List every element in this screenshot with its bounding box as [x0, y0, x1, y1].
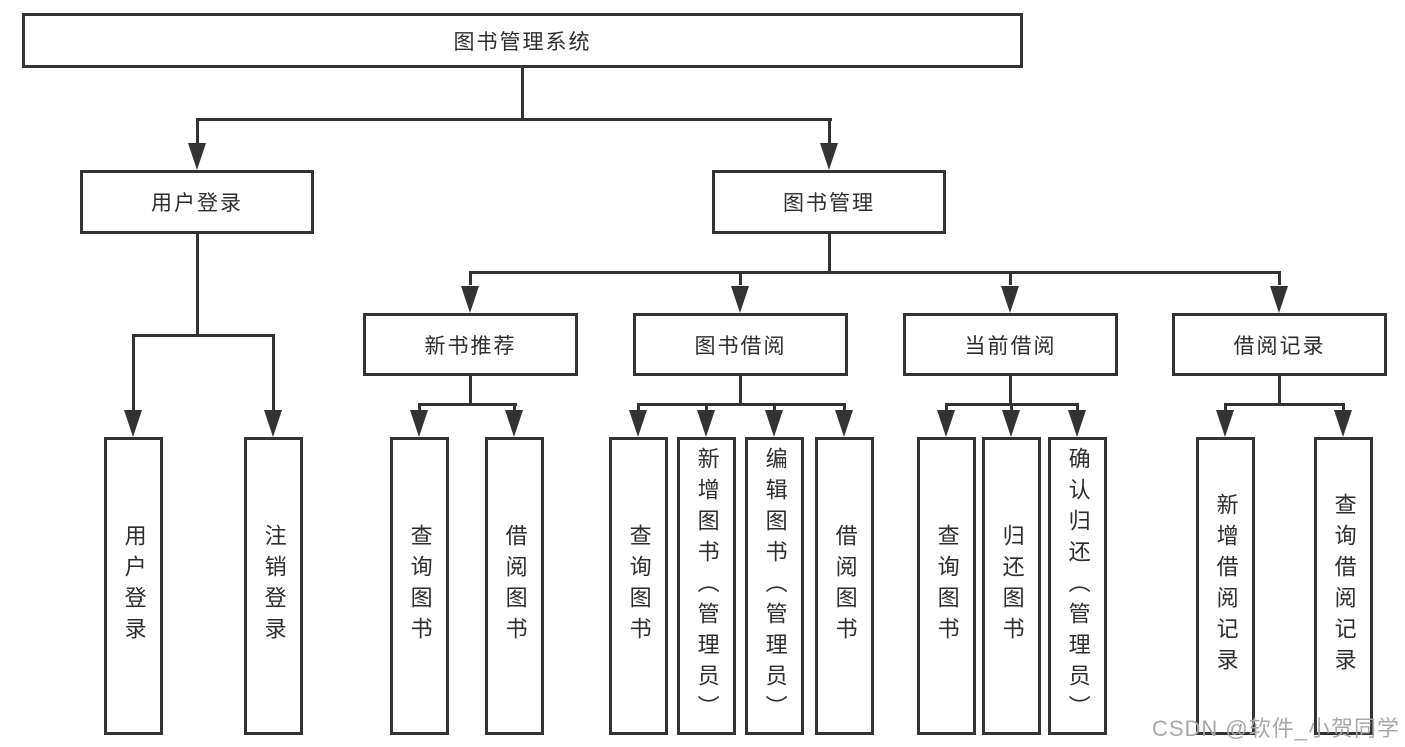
leaf-add-borrow-record: 新增借阅记录 [1196, 437, 1255, 735]
edge-book-management-stub [828, 118, 831, 146]
leaf-add-book-admin-label: 新增图书（管理员） [694, 446, 720, 726]
arrow-leaf-borrow-books-2-icon [835, 410, 853, 437]
leaf-return-book: 归还图书 [982, 437, 1041, 735]
edge-user-login-children-rail [132, 334, 275, 337]
edge-leaf-query-books-recommend-stub [418, 403, 421, 413]
leaf-borrow-books-2: 借阅图书 [815, 437, 874, 735]
edge-book-borrow-rail [637, 403, 846, 406]
arrow-leaf-logout-icon [264, 410, 282, 437]
edge-borrow-records-rail [1224, 403, 1345, 406]
edge-user-login-trunk [196, 232, 199, 336]
leaf-borrow-books-recommend-label: 借阅图书 [502, 524, 528, 648]
arrow-borrow-records-icon [1270, 286, 1288, 313]
edge-book-management-trunk [828, 232, 831, 274]
edge-user-login-stub [196, 118, 199, 146]
node-current-borrow: 当前借阅 [903, 313, 1118, 376]
edge-leaf-logout-stub [272, 334, 275, 412]
leaf-edit-book-admin-label: 编辑图书（管理员） [762, 446, 788, 726]
arrow-current-borrow-icon [1001, 286, 1019, 313]
edge-leaf-return-book-stub [1010, 403, 1013, 413]
node-root: 图书管理系统 [22, 13, 1023, 68]
leaf-confirm-return-admin: 确认归还（管理员） [1048, 437, 1107, 735]
edge-book-borrow-trunk [739, 374, 742, 406]
leaf-borrow-books-2-label: 借阅图书 [832, 524, 858, 648]
node-user-login-label: 用户登录 [151, 192, 243, 215]
node-book-borrow-label: 图书借阅 [694, 334, 787, 358]
leaf-user-login-label: 用户登录 [121, 524, 147, 648]
arrow-leaf-borrow-books-recommend-icon [505, 410, 523, 437]
arrow-leaf-query-borrow-record-icon [1334, 410, 1352, 437]
arrow-book-management-icon [820, 143, 838, 170]
arrow-user-login-icon [188, 143, 206, 170]
edge-borrow-records-trunk [1278, 374, 1281, 406]
edge-new-book-recommend-rail [418, 403, 517, 406]
edge-current-borrow-stub [1009, 271, 1012, 285]
arrow-leaf-return-book-icon [1002, 410, 1020, 437]
leaf-user-login: 用户登录 [104, 437, 163, 735]
edge-level3-rail [469, 271, 1281, 274]
edge-root-trunk [521, 66, 524, 120]
arrow-leaf-add-borrow-record-icon [1216, 410, 1234, 437]
arrow-leaf-add-book-admin-icon [697, 410, 715, 437]
arrow-leaf-confirm-return-admin-icon [1068, 410, 1086, 437]
leaf-borrow-books-recommend: 借阅图书 [485, 437, 544, 735]
edge-leaf-query-books-borrow-stub [637, 403, 640, 413]
leaf-query-books-borrow-label: 查询图书 [626, 524, 652, 648]
leaf-logout: 注销登录 [244, 437, 303, 735]
edge-borrow-records-stub [1278, 271, 1281, 285]
edge-leaf-add-borrow-record-stub [1224, 403, 1227, 413]
node-book-borrow: 图书借阅 [633, 313, 848, 376]
edge-leaf-confirm-return-admin-stub [1076, 403, 1079, 413]
arrow-new-book-recommend-icon [461, 286, 479, 313]
node-user-login: 用户登录 [80, 170, 314, 234]
edge-leaf-borrow-books-recommend-stub [513, 403, 516, 413]
edge-leaf-add-book-admin-stub [705, 403, 708, 413]
edge-leaf-user-login-stub [132, 334, 135, 412]
edge-current-borrow-trunk [1009, 374, 1012, 406]
edge-leaf-query-books-current-stub [945, 403, 948, 413]
edge-leaf-edit-book-admin-stub [773, 403, 776, 413]
node-new-book-recommend: 新书推荐 [363, 313, 578, 376]
node-new-book-recommend-label: 新书推荐 [424, 334, 517, 358]
leaf-query-books-current: 查询图书 [917, 437, 976, 735]
leaf-confirm-return-admin-label: 确认归还（管理员） [1065, 446, 1091, 726]
node-borrow-records: 借阅记录 [1172, 313, 1387, 376]
arrow-leaf-query-books-recommend-icon [410, 410, 428, 437]
edge-new-book-recommend-stub [469, 271, 472, 285]
leaf-query-borrow-record: 查询借阅记录 [1314, 437, 1373, 735]
leaf-add-borrow-record-label: 新增借阅记录 [1213, 493, 1239, 679]
arrow-leaf-user-login-icon [124, 410, 142, 437]
edge-book-borrow-stub [739, 271, 742, 285]
arrow-book-borrow-icon [731, 286, 749, 313]
node-current-borrow-label: 当前借阅 [964, 334, 1057, 358]
node-root-label: 图书管理系统 [453, 30, 592, 54]
arrow-leaf-edit-book-admin-icon [765, 410, 783, 437]
leaf-logout-label: 注销登录 [261, 524, 287, 648]
leaf-return-book-label: 归还图书 [999, 524, 1025, 648]
leaf-edit-book-admin: 编辑图书（管理员） [745, 437, 804, 735]
arrow-leaf-query-books-current-icon [937, 410, 955, 437]
leaf-add-book-admin: 新增图书（管理员） [677, 437, 736, 735]
node-book-management-label: 图书管理 [783, 192, 875, 215]
leaf-query-books-recommend-label: 查询图书 [407, 524, 433, 648]
edge-level2-rail [196, 118, 832, 121]
arrow-leaf-query-books-borrow-icon [629, 410, 647, 437]
node-borrow-records-label: 借阅记录 [1233, 334, 1326, 358]
leaf-query-books-current-label: 查询图书 [934, 524, 960, 648]
csdn-watermark: CSDN @软件_小贺同学 [1151, 716, 1400, 741]
leaf-query-books-borrow: 查询图书 [609, 437, 668, 735]
edge-leaf-query-borrow-record-stub [1342, 403, 1345, 413]
edge-new-book-recommend-trunk [469, 374, 472, 406]
node-book-management: 图书管理 [712, 170, 946, 234]
leaf-query-books-recommend: 查询图书 [390, 437, 449, 735]
leaf-query-borrow-record-label: 查询借阅记录 [1331, 493, 1357, 679]
edge-leaf-borrow-books-2-stub [843, 403, 846, 413]
